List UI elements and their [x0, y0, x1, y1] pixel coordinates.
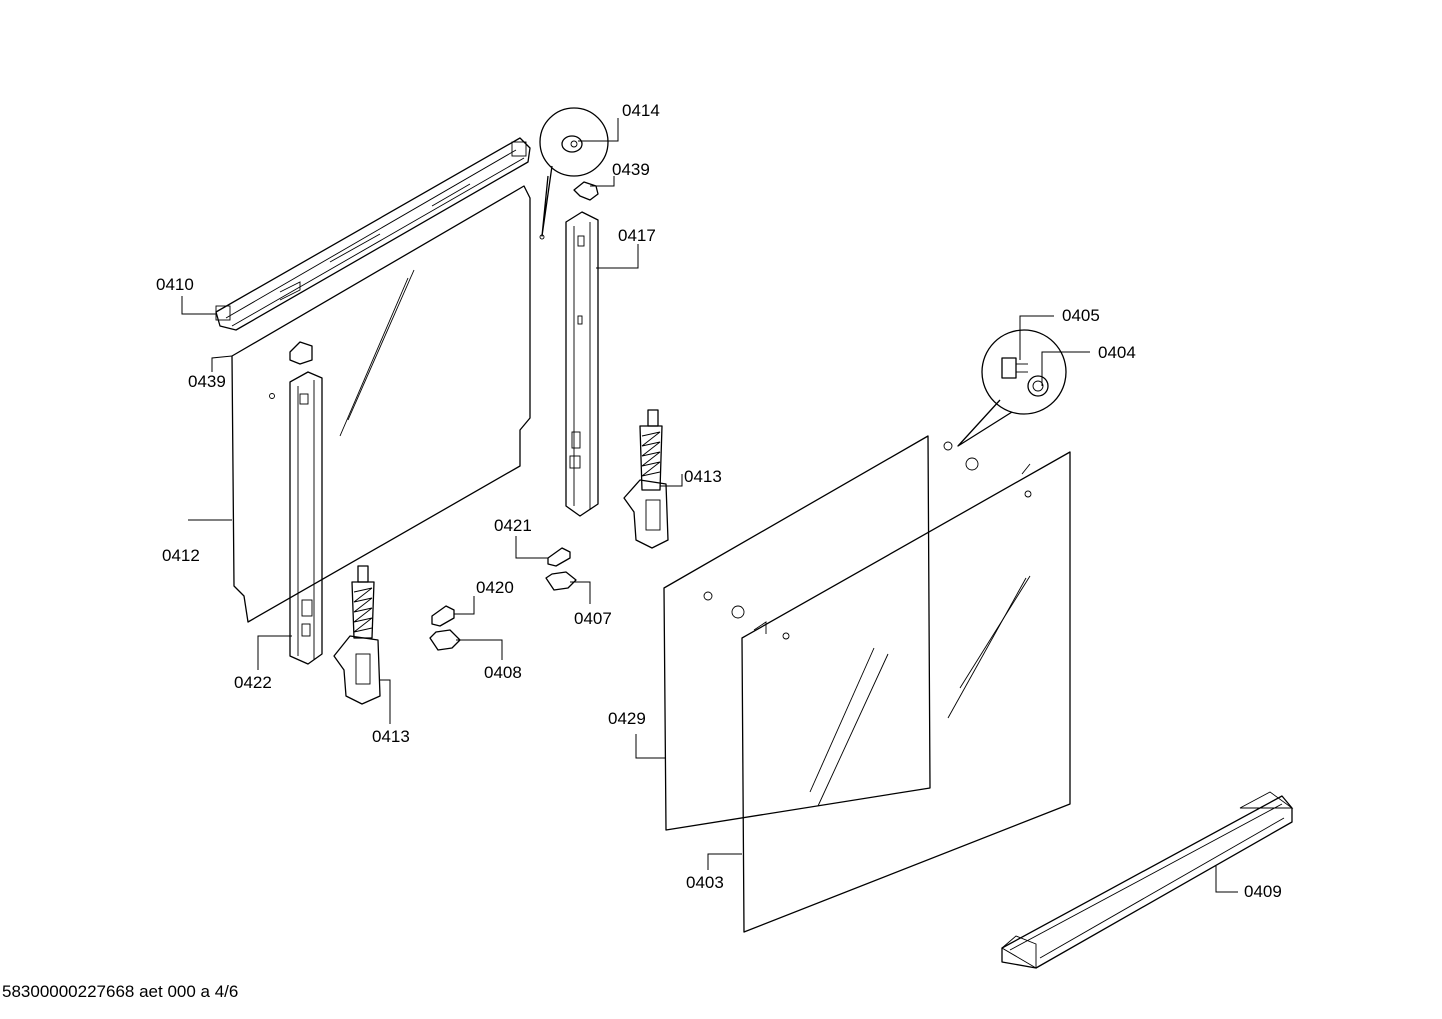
label-0414: 0414 [622, 101, 660, 120]
label-0421: 0421 [494, 516, 532, 535]
part-door-handle [1001, 791, 1294, 969]
label-0407: 0407 [574, 609, 612, 628]
label-0405: 0405 [1062, 306, 1100, 325]
label-0413-right: 0413 [684, 467, 722, 486]
label-0439-top: 0439 [612, 160, 650, 179]
label-0403: 0403 [686, 873, 724, 892]
label-0422: 0422 [234, 673, 272, 692]
document-id-footer: 58300000227668 aet 000 a 4/6 [2, 982, 239, 1001]
label-0413-left: 0413 [372, 727, 410, 746]
label-0417: 0417 [618, 226, 656, 245]
label-0412: 0412 [162, 546, 200, 565]
part-labels: 0414 0439 0417 0410 0439 0405 0404 0413 … [156, 101, 1282, 901]
part-inner-panel [231, 185, 531, 623]
label-0410: 0410 [156, 275, 194, 294]
callout-bubble-0405-0404 [943, 329, 1067, 471]
label-0420: 0420 [476, 578, 514, 597]
part-left-rail [289, 371, 323, 665]
part-clip-left [289, 341, 313, 365]
part-middle-glass [663, 435, 931, 831]
part-hinge-left [333, 565, 381, 705]
part-clip-0421 [547, 547, 571, 567]
leader-lines [181, 118, 1238, 893]
part-hinge-right [623, 409, 669, 549]
part-top-rail [215, 137, 531, 331]
label-0429: 0429 [608, 709, 646, 728]
part-clip-0407 [545, 571, 577, 591]
part-outer-door-glass [741, 451, 1071, 933]
label-0409: 0409 [1244, 882, 1282, 901]
part-clip-0408 [429, 629, 461, 651]
label-0404: 0404 [1098, 343, 1136, 362]
label-0439-left: 0439 [188, 372, 226, 391]
part-clip-0420 [431, 605, 455, 627]
part-right-rail [565, 211, 599, 517]
part-clip-top [573, 181, 599, 201]
label-0408: 0408 [484, 663, 522, 682]
callout-bubble-0414 [539, 107, 609, 240]
